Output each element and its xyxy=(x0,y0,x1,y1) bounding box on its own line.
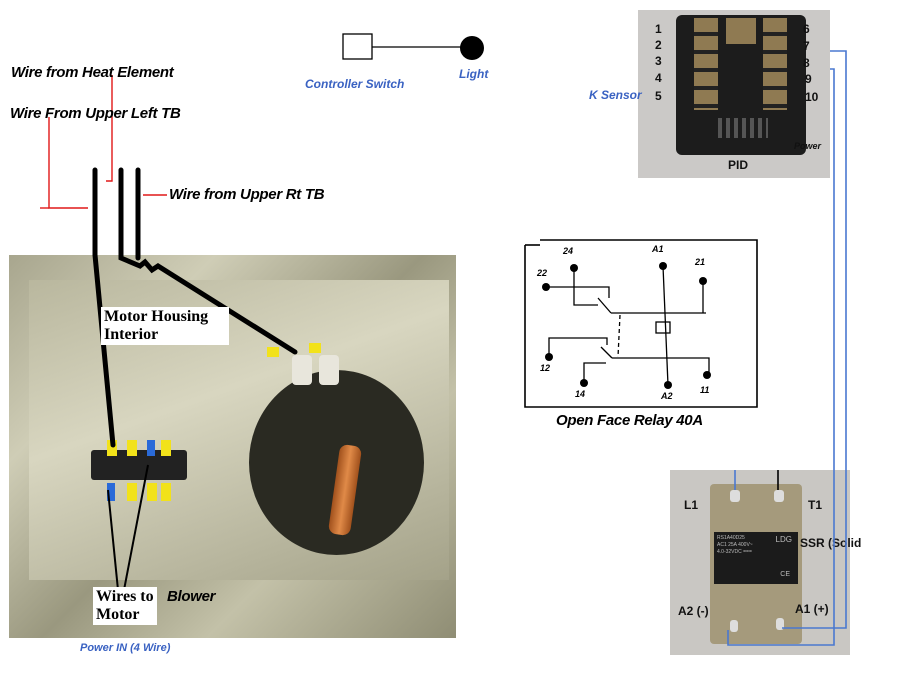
pid-terminals-right xyxy=(763,18,787,110)
terminal-lug xyxy=(127,440,137,456)
ssr-screw-l1 xyxy=(730,490,740,502)
wire-left xyxy=(92,167,116,448)
ssr-a2-label: A2 (-) xyxy=(678,604,709,618)
pid-terminal-10: 10 xyxy=(805,90,819,104)
blower-label: Blower xyxy=(167,588,216,605)
terminal-lug xyxy=(147,440,155,456)
relay-caption: Open Face Relay 40A xyxy=(556,412,703,429)
relay-terminal-22: 22 xyxy=(537,268,548,278)
ssr-label-plate: RS1A40D25 AC1 25A 400V~ 4.0-32VDC === LD… xyxy=(714,532,798,584)
ssr-t1-label: T1 xyxy=(808,498,823,512)
motor-lead xyxy=(123,464,149,591)
wire-middle xyxy=(118,167,298,355)
pid-center-terminal xyxy=(726,18,756,44)
pid-terminal-3: 3 xyxy=(655,54,662,68)
pid-terminal-4: 4 xyxy=(655,71,662,85)
ssr-screw-t1 xyxy=(774,490,784,502)
terminal-lug xyxy=(107,440,117,456)
upper-left-tb-label: Wire From Upper Left TB xyxy=(10,105,181,122)
pid-terminal-1: 1 xyxy=(655,22,662,36)
heat-element-leader xyxy=(106,75,113,182)
motor-insulator xyxy=(319,355,339,385)
pid-photo: PID Power xyxy=(638,10,830,178)
ssr-brand: LDG xyxy=(775,535,792,544)
ssr-l1-label: L1 xyxy=(684,498,699,512)
pid-terminal-7: 7 xyxy=(803,39,810,53)
terminal-lug xyxy=(161,440,171,456)
controller-switch-box xyxy=(342,33,373,60)
motor-housing-label: Motor Housing Interior xyxy=(101,307,229,345)
ssr-screw-a2 xyxy=(730,620,738,632)
motor-housing-line1: Motor Housing xyxy=(104,308,209,325)
wires-to-motor-line2: Motor xyxy=(96,606,140,623)
pid-terminal-8: 8 xyxy=(803,56,810,70)
wires-to-motor-line1: Wires to xyxy=(96,588,154,605)
motor-housing-photo xyxy=(9,255,456,638)
relay-terminal-14: 14 xyxy=(575,389,586,399)
pid-terminal-9: 9 xyxy=(805,72,812,86)
ssr-ce-mark: CE xyxy=(780,571,790,578)
upper-rt-tb-label: Wire from Upper Rt TB xyxy=(169,186,325,203)
power-in-label: Power IN (4 Wire) xyxy=(80,642,171,654)
ssr-photo: RS1A40D25 AC1 25A 400V~ 4.0-32VDC === LD… xyxy=(670,470,861,655)
light-symbol xyxy=(460,36,484,60)
pid-vent-grille xyxy=(718,118,768,138)
terminal-lug xyxy=(267,347,279,357)
wires-to-motor-label: Wires to Motor xyxy=(93,587,157,625)
terminal-lug xyxy=(161,483,171,501)
pid-terminal-2: 2 xyxy=(655,38,662,52)
heat-element-label: Wire from Heat Element xyxy=(11,64,174,81)
terminal-lug xyxy=(147,483,157,501)
ssr-input: 4.0-32VDC === xyxy=(717,549,752,555)
ssr-title: SSR (Solid xyxy=(800,536,862,550)
pid-power-label: Power xyxy=(794,141,822,151)
ssr-a1-label: A1 (+) xyxy=(795,602,829,616)
pid-label: PID xyxy=(728,158,749,172)
ssr-screw-a1 xyxy=(776,618,784,630)
relay-terminal-a1: A1 xyxy=(652,244,664,254)
k-sensor-label: K Sensor xyxy=(589,88,642,102)
relay-schematic xyxy=(524,239,758,408)
relay-terminal-12: 12 xyxy=(540,363,551,373)
pid-terminal-5: 5 xyxy=(655,89,662,103)
motor-insulator xyxy=(292,355,312,385)
controller-switch-label: Controller Switch xyxy=(305,77,405,91)
relay-terminal-24: 24 xyxy=(563,246,574,256)
relay-terminal-21: 21 xyxy=(695,257,706,267)
motor-housing-line2: Interior xyxy=(104,326,159,343)
terminal-lug xyxy=(309,343,321,353)
pid-terminals-left xyxy=(694,18,718,110)
pid-terminal-6: 6 xyxy=(803,22,810,36)
light-label: Light xyxy=(459,67,489,81)
upper-left-tb-leader xyxy=(48,117,88,209)
relay-terminal-a2: A2 xyxy=(661,391,673,401)
terminal-lug xyxy=(107,483,115,501)
terminal-lug xyxy=(127,483,137,501)
relay-terminal-11: 11 xyxy=(700,385,710,395)
motor-lead xyxy=(107,489,119,591)
